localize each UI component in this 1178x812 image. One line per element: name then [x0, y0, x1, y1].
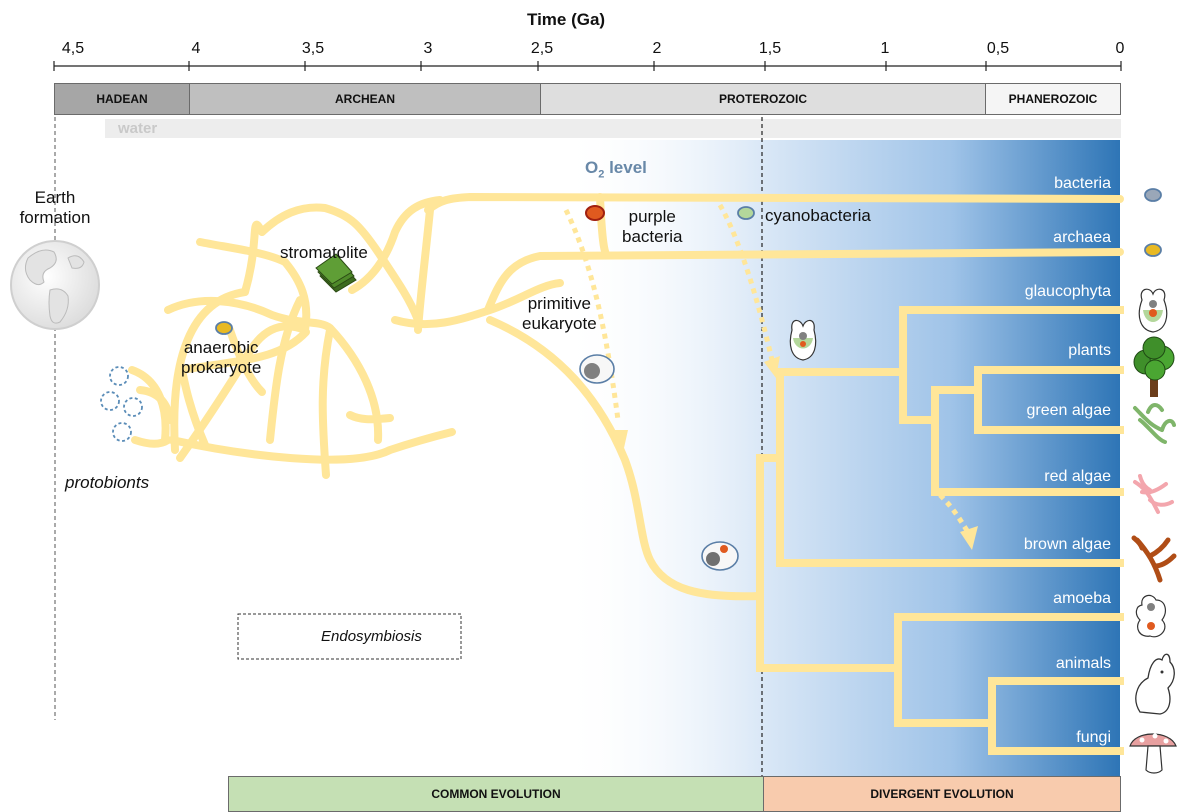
earth-globe-icon: [10, 240, 100, 330]
brown-algae-icon: [1131, 535, 1177, 583]
cyanobacteria-label: cyanobacteria: [765, 206, 871, 225]
protobionts-label: protobionts: [65, 473, 150, 492]
purple-bacteria-label: purple bacteria: [622, 207, 683, 246]
axis-tick-label: 1,5: [758, 40, 782, 57]
amoeba-icon: [1135, 594, 1166, 638]
fungi-icon: [1129, 733, 1177, 774]
branch-label-archaea: archaea: [1053, 229, 1111, 246]
anaerobic-prokaryote-cell-icon: [215, 321, 233, 335]
eukaryote-tree-branches: [756, 306, 1124, 755]
axis-tick-label: 4,5: [61, 40, 85, 57]
time-axis: [53, 61, 1122, 71]
cyanobacteria-cell-icon: [737, 206, 755, 220]
phase-divergent-evolution: DIVERGENT EVOLUTION: [763, 776, 1121, 812]
eon-archean: ARCHEAN: [189, 83, 541, 115]
branch-label-bacteria: bacteria: [1054, 175, 1111, 192]
archaea-icon: [1144, 243, 1162, 257]
branch-label-plants: plants: [1068, 342, 1111, 359]
phase-common-evolution: COMMON EVOLUTION: [228, 776, 764, 812]
green-algae-icon: [1133, 403, 1176, 444]
axis-tick-label: 0: [1115, 40, 1125, 57]
o2-prefix: O: [585, 158, 599, 177]
purple-bacteria-cell-icon: [585, 205, 605, 221]
primitive-eukaryote-cell-icon: [579, 354, 615, 384]
primitive-eukaryote-label: primitive eukaryote: [522, 294, 597, 333]
o2-subscript: 2: [598, 168, 605, 181]
axis-tick-label: 3,5: [301, 40, 325, 57]
animals-icon: [1135, 653, 1175, 715]
axis-tick-label: 4: [191, 40, 201, 57]
plants-icon: [1133, 336, 1175, 397]
branch-label-fungi: fungi: [1076, 729, 1111, 746]
legend-box: [237, 613, 462, 660]
red-algae-icon: [1133, 474, 1174, 514]
branch-label-brown-algae: brown algae: [1023, 536, 1111, 553]
stromatolite-icon: [315, 253, 357, 293]
early-network-branches: [128, 196, 564, 479]
anaerobic-prokaryote-label: anaerobic prokaryote: [181, 338, 262, 377]
glaucophyta-icon: [1138, 288, 1168, 333]
axis-title: Time (Ga): [527, 10, 606, 29]
branch-label-glaucophyta: glaucophyta: [1024, 283, 1111, 300]
endosymbiosis-arrowheads: [285, 356, 978, 647]
axis-tick-label: 1: [880, 40, 890, 57]
axis-tick-label: 2: [652, 40, 662, 57]
earth-formation-label: Earth formation: [19, 188, 91, 227]
o2-level-label: O2 level: [585, 158, 647, 181]
axis-tick-label: 0,5: [986, 40, 1010, 57]
o2-suffix: level: [604, 158, 647, 177]
eon-phanerozoic: PHANEROZOIC: [985, 83, 1121, 115]
axis-tick-label: 2,5: [530, 40, 554, 57]
endosymbiont-cell-icon: [701, 541, 739, 571]
protobionts-icon: [100, 366, 143, 442]
eon-hadean: HADEAN: [54, 83, 190, 115]
main-lineage-branches: [424, 193, 1124, 601]
primary-plastid-cell-icon: [789, 319, 817, 361]
branch-label-green-algae: green algae: [1026, 402, 1111, 419]
axis-tick-label: 3: [423, 40, 433, 57]
legend-label: Endosymbiosis: [321, 628, 422, 645]
stromatolite-label: stromatolite: [280, 243, 368, 262]
branch-label-animals: animals: [1055, 655, 1111, 672]
eon-proterozoic: PROTEROZOIC: [540, 83, 986, 115]
bacteria-icon: [1144, 188, 1162, 202]
branch-label-red-algae: red algae: [1044, 468, 1111, 485]
water-label: water: [118, 120, 158, 137]
branch-label-amoeba: amoeba: [1053, 590, 1111, 607]
water-bar: [105, 119, 1121, 138]
